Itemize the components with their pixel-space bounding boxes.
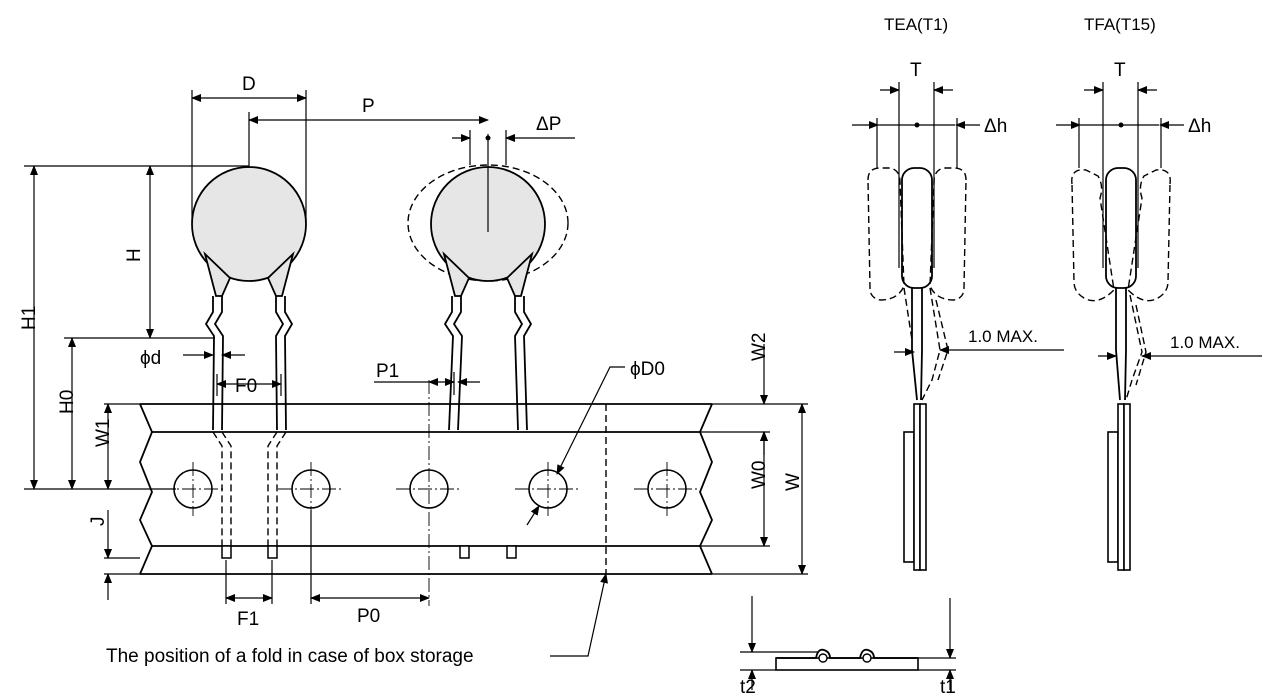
label-W: W bbox=[783, 473, 804, 491]
label-P: P bbox=[362, 96, 375, 117]
label-tea-title: TEA(T1) bbox=[884, 15, 948, 34]
tfa-side-view bbox=[1056, 82, 1262, 571]
label-phi-d: ϕd bbox=[140, 348, 161, 369]
label-t1: t1 bbox=[940, 677, 956, 696]
label-W1: W1 bbox=[93, 419, 114, 448]
sprocket-holes bbox=[160, 380, 700, 606]
tape-cross-section bbox=[740, 596, 956, 690]
label-T-tea: T bbox=[910, 60, 922, 81]
label-max-tfa: 1.0 MAX. bbox=[1170, 333, 1240, 352]
dimension-lines bbox=[24, 90, 808, 657]
label-phi-D0: ϕD0 bbox=[630, 359, 665, 380]
label-tfa-title: TFA(T15) bbox=[1084, 15, 1156, 34]
component-left bbox=[191, 166, 307, 559]
label-delta-P: ΔP bbox=[536, 114, 561, 135]
tea-side-view bbox=[852, 82, 1064, 571]
label-max-tea: 1.0 MAX. bbox=[968, 327, 1038, 346]
label-t2: t2 bbox=[740, 677, 756, 696]
label-dh-tea: Δh bbox=[984, 116, 1007, 137]
label-J: J bbox=[88, 517, 109, 527]
label-W2: W2 bbox=[749, 333, 770, 362]
label-F1: F1 bbox=[237, 609, 259, 630]
label-H0: H0 bbox=[57, 390, 78, 414]
label-H1: H1 bbox=[19, 306, 40, 330]
label-fold-note: The position of a fold in case of box st… bbox=[106, 646, 474, 667]
label-P0: P0 bbox=[357, 606, 380, 627]
label-P1: P1 bbox=[376, 361, 399, 382]
label-F0: F0 bbox=[235, 376, 257, 397]
label-W0: W0 bbox=[749, 461, 770, 490]
component-right bbox=[407, 134, 569, 559]
label-dh-tfa: Δh bbox=[1188, 116, 1211, 137]
label-T-tfa: T bbox=[1114, 60, 1126, 81]
label-D: D bbox=[242, 74, 256, 95]
label-H: H bbox=[124, 248, 145, 262]
